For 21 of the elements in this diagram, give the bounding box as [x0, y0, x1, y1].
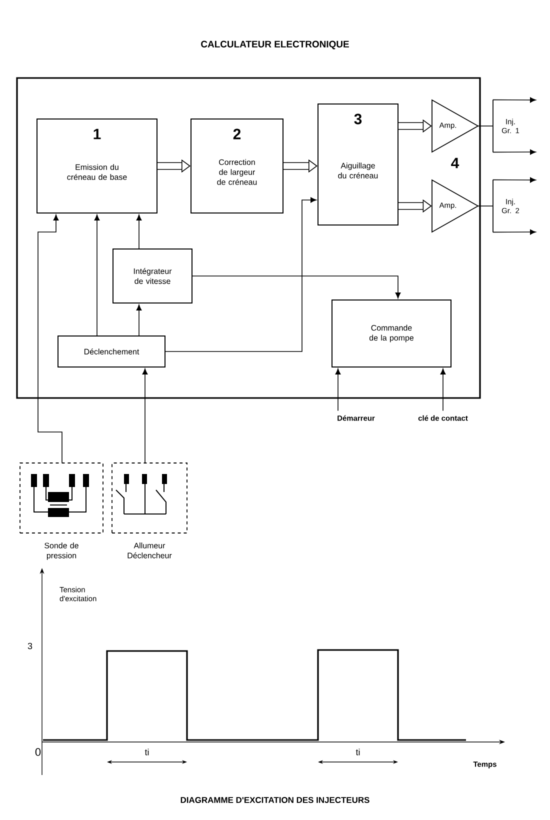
caption: DIAGRAMME D'EXCITATION DES INJECTEURS: [180, 797, 370, 803]
arrow: [38, 214, 62, 463]
arrow: [165, 197, 316, 352]
tick-label: 0: [35, 748, 41, 756]
title: CALCULATEUR ELECTRONIQUE: [201, 40, 349, 50]
arrow: [492, 229, 536, 235]
duration-label: ti: [144, 748, 149, 756]
arrow: [136, 304, 142, 336]
arrow: [335, 368, 341, 412]
frame-box: [16, 77, 481, 399]
arrow: [94, 214, 100, 336]
arrow: [492, 149, 536, 155]
arrow: [492, 97, 536, 103]
arrow: [192, 276, 401, 298]
arrow: [492, 177, 536, 183]
arrow: [142, 368, 148, 463]
arrow: [136, 214, 142, 249]
block-number: 4: [451, 158, 460, 168]
tick-label: 3: [28, 642, 32, 650]
duration-label: ti: [356, 748, 360, 756]
arrow: [440, 368, 446, 412]
